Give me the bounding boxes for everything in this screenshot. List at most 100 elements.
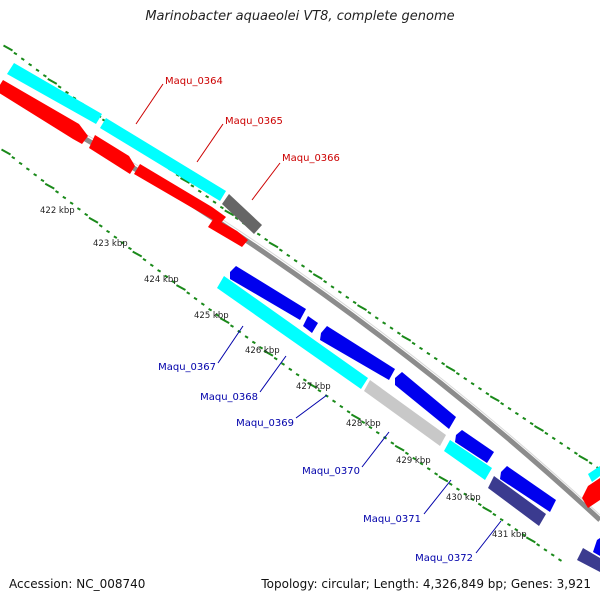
cds-arrow-0365[interactable]	[89, 135, 135, 174]
kbp-tick-label: 430 kbp	[446, 493, 481, 503]
tick-mark	[263, 349, 274, 357]
tick-mark	[256, 232, 261, 236]
tick-mark	[164, 274, 169, 279]
tick-mark	[404, 451, 409, 456]
tick-mark	[401, 334, 412, 342]
tick-mark	[352, 300, 357, 305]
tick-mark	[244, 335, 249, 339]
tick-mark	[426, 467, 431, 471]
gene-label[interactable]: Maqu_0370	[302, 466, 360, 477]
tick-mark	[499, 517, 504, 522]
gene-bar-next-reverse[interactable]	[577, 548, 600, 572]
gene-bar-next-forward[interactable]	[588, 466, 600, 482]
tick-mark	[455, 487, 460, 491]
gene-bar-0367[interactable]	[217, 276, 368, 389]
kbp-tick-label: 425 kbp	[194, 311, 229, 321]
tick-mark	[219, 205, 224, 210]
gene-bar-0368[interactable]	[364, 380, 446, 446]
tick-mark	[463, 492, 468, 497]
tick-mark	[534, 425, 544, 432]
tick-mark	[337, 290, 342, 294]
tick-ring-inner	[1, 148, 562, 562]
tick-mark	[268, 241, 279, 249]
tick-mark	[434, 472, 439, 476]
tick-mark	[149, 263, 154, 267]
tick-mark	[390, 441, 395, 445]
tick-mark	[389, 326, 394, 330]
tick-mark	[478, 387, 482, 391]
genome-summary: Topology: circular; Length: 4,326,849 bp…	[261, 577, 591, 591]
tick-mark	[507, 406, 512, 411]
tick-mark	[120, 241, 125, 245]
gene-label[interactable]: Maqu_0368	[200, 392, 258, 403]
cds-arrow-0371[interactable]	[455, 430, 494, 463]
cds-arrow-0364[interactable]	[0, 80, 88, 144]
cds-arrow-0366-b[interactable]	[208, 218, 248, 247]
gene-bar-0365[interactable]	[100, 118, 226, 201]
tick-mark	[25, 167, 30, 171]
cds-arrow-0370[interactable]	[395, 372, 456, 429]
tick-mark	[171, 280, 176, 284]
tick-mark	[477, 502, 482, 507]
tick-mark	[55, 190, 60, 194]
kbp-tick-label: 428 kbp	[346, 419, 381, 429]
kbp-tick-label: 429 kbp	[396, 456, 431, 466]
forward-gene-track	[7, 63, 262, 234]
kbp-tick-label: 427 kbp	[296, 382, 331, 392]
tick-mark	[69, 201, 74, 205]
tick-mark	[224, 209, 235, 217]
reverse-cds-track	[230, 266, 556, 512]
gene-label[interactable]: Maqu_0371	[363, 514, 421, 525]
tick-mark	[251, 340, 256, 345]
gene-label[interactable]: Maqu_0369	[236, 418, 294, 429]
tick-mark	[278, 248, 283, 252]
tick-mark	[445, 365, 456, 373]
tick-mark	[98, 224, 103, 228]
tick-mark	[588, 461, 593, 465]
tick-mark	[323, 279, 328, 284]
tick-mark	[301, 264, 305, 268]
cds-arrow-0369[interactable]	[320, 326, 395, 380]
tick-mark	[212, 200, 217, 204]
cds-arrow-0366-a[interactable]	[134, 164, 226, 224]
gene-bar-0366[interactable]	[222, 194, 262, 234]
gene-leader-line	[361, 431, 390, 468]
tick-mark	[229, 324, 234, 328]
reverse-gene-track	[217, 276, 546, 526]
gene-label[interactable]: Maqu_0364	[165, 76, 223, 87]
cds-arrow-next-reverse[interactable]	[593, 538, 600, 556]
tick-mark	[411, 341, 416, 346]
tick-mark	[346, 410, 351, 414]
tick-mark	[394, 444, 405, 452]
cds-arrow-0372[interactable]	[500, 466, 556, 512]
gene-label[interactable]: Maqu_0365	[225, 116, 283, 127]
gene-bar-0364[interactable]	[7, 63, 102, 124]
gene-leader-line	[423, 479, 452, 515]
gene-label[interactable]: Maqu_0372	[415, 553, 473, 564]
tick-mark	[312, 273, 323, 280]
kbp-tick-label: 426 kbp	[245, 346, 280, 356]
gene-bar-0371[interactable]	[488, 476, 546, 526]
tick-mark	[412, 456, 417, 461]
cds-arrow-0367[interactable]	[230, 266, 306, 320]
tick-mark	[332, 399, 337, 403]
tick-mark	[441, 361, 446, 366]
tick-mark	[317, 388, 322, 393]
tick-mark	[113, 235, 118, 239]
cds-arrow-next-forward[interactable]	[582, 478, 600, 508]
gene-leader-line	[196, 123, 224, 163]
tick-mark	[448, 482, 453, 486]
kbp-tick-label: 422 kbp	[40, 206, 75, 216]
tick-mark	[42, 74, 47, 78]
kbp-tick-label: 431 kbp	[492, 530, 527, 540]
accession-label: Accession: NC_008740	[9, 577, 146, 591]
gene-bar-0370[interactable]	[444, 440, 492, 480]
tick-mark	[506, 523, 511, 527]
tick-mark	[368, 425, 373, 430]
tick-mark	[1, 148, 11, 156]
gene-label[interactable]: Maqu_0367	[158, 362, 216, 373]
gene-label[interactable]: Maqu_0366	[282, 153, 340, 164]
tick-mark	[521, 533, 526, 537]
tick-mark	[259, 346, 264, 350]
cds-arrow-0368[interactable]	[303, 316, 318, 333]
